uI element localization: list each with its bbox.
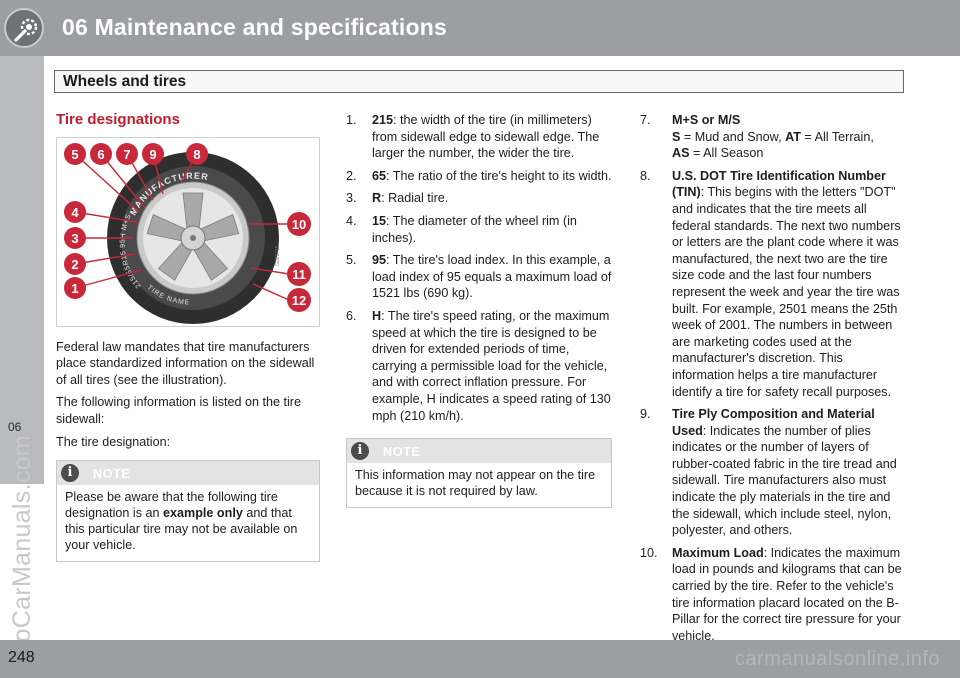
sidewall-list: 7.M+S or M/S S = Mud and Snow, AT = All … (640, 112, 908, 644)
list-item: 7.M+S or M/S S = Mud and Snow, AT = All … (640, 113, 874, 161)
callout-4: 4 (71, 205, 79, 220)
tire-illustration: MANUFACTURER 215/65R15 95H M+S TIRE NAME (56, 136, 320, 327)
callout-11: 11 (292, 267, 306, 282)
chapter-tab: 06 (0, 56, 44, 484)
figure-code: G021715 (275, 245, 281, 266)
page-number: 248 (8, 649, 35, 666)
callout-7: 7 (123, 147, 130, 162)
chapter-title: 06 Maintenance and specifications (62, 14, 447, 40)
callout-2: 2 (71, 257, 78, 272)
callout-6: 6 (97, 147, 104, 162)
note-text: Please be aware that the following tire … (65, 490, 298, 553)
callout-9: 9 (149, 147, 156, 162)
note-label: NOTE (383, 445, 421, 460)
list-item: 6.H: The tire's speed rating, or the max… (346, 308, 611, 423)
note-not-required: i NOTE This information may not appear o… (346, 438, 612, 509)
federal-law-paragraph: Federal law mandates that tire manufactu… (56, 339, 315, 387)
side-watermark: ProCarManuals.com (8, 435, 36, 668)
sidewall-info-paragraph: The following information is listed on t… (56, 395, 302, 426)
tire-designation-label: The tire designation: (56, 434, 171, 449)
callout-10: 10 (292, 217, 306, 232)
list-item: 3.R: Radial tire. (346, 191, 449, 206)
chapter-side-strip (0, 56, 44, 484)
section-title: Wheels and tires (63, 73, 187, 90)
tire-designations-heading: Tire designations (56, 111, 180, 128)
note-example-only: i NOTE Please be aware that the followin… (56, 460, 320, 563)
info-icon: i (61, 464, 79, 483)
column-right: 7.M+S or M/S S = Mud and Snow, AT = All … (640, 112, 908, 650)
list-item: 5.95: The tire's load index. In this exa… (346, 253, 612, 301)
note-label: NOTE (93, 467, 131, 482)
column-middle: 1.215: the width of the tire (in millime… (346, 112, 612, 509)
page-footer: 248 carmanualsonline.info (0, 640, 960, 678)
list-item: 1.215: the width of the tire (in millime… (346, 113, 600, 161)
note-text: This information may not appear on the t… (355, 468, 596, 499)
column-left: Tire designations MANUFACTURER (56, 111, 320, 563)
chapter-header: 06 Maintenance and specifications (0, 0, 960, 56)
list-item: 2.65: The ratio of the tire's height to … (346, 168, 612, 183)
note-header: i NOTE (347, 439, 611, 464)
wrench-gear-icon (4, 8, 44, 48)
callout-5: 5 (71, 147, 78, 162)
list-item: 8.U.S. DOT Tire Identification Number (T… (640, 168, 901, 399)
chapter-tab-label: 06 (8, 420, 22, 434)
designation-list: 1.215: the width of the tire (in millime… (346, 112, 612, 424)
callout-8: 8 (193, 147, 200, 162)
list-item: 10.Maximum Load: Indicates the maximum l… (640, 545, 902, 643)
callout-3: 3 (71, 231, 78, 246)
section-bar: Wheels and tires (54, 70, 904, 93)
list-item: 9.Tire Ply Composition and Material Used… (640, 407, 897, 538)
list-item: 4.15: The diameter of the wheel rim (in … (346, 213, 577, 245)
info-icon: i (351, 442, 369, 461)
callout-1: 1 (71, 281, 78, 296)
tire-diagram: MANUFACTURER 215/65R15 95H M+S TIRE NAME (64, 142, 311, 324)
callout-12: 12 (292, 293, 306, 308)
note-header: i NOTE (57, 461, 319, 486)
footer-watermark: carmanualsonline.info (734, 648, 940, 670)
